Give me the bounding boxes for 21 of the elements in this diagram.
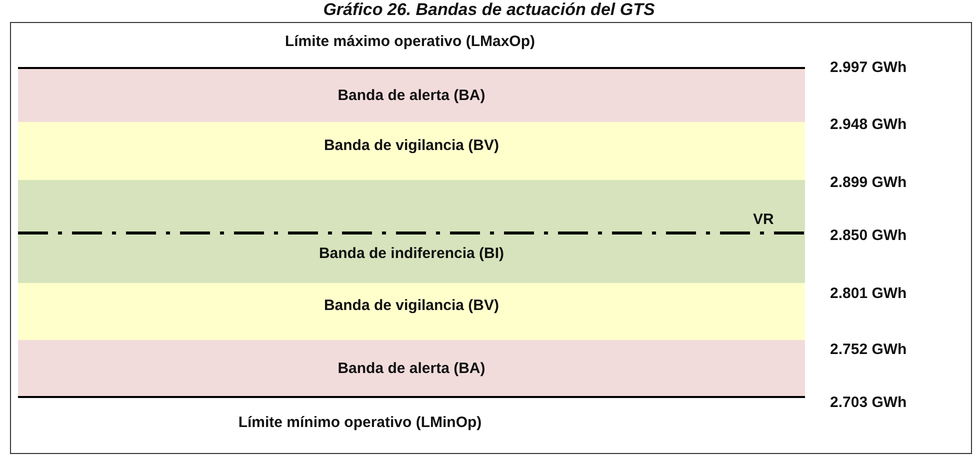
band-area bbox=[18, 340, 805, 397]
line-label: VR bbox=[753, 211, 774, 228]
chart-title: Gráfico 26. Bandas de actuación del GTS bbox=[322, 0, 656, 20]
limit-label: Límite mínimo operativo (LMinOp) bbox=[237, 414, 483, 431]
value-label: 2.850 GWh bbox=[830, 227, 907, 244]
band-area bbox=[18, 122, 805, 180]
band-area bbox=[18, 180, 805, 283]
band-label: Banda de alerta (BA) bbox=[338, 360, 486, 377]
limit-label: Límite máximo operativo (LMaxOp) bbox=[284, 33, 536, 50]
value-label: 2.948 GWh bbox=[830, 116, 907, 133]
band-area bbox=[18, 68, 805, 122]
band-label: Banda de vigilancia (BV) bbox=[324, 136, 500, 154]
band-label: Banda de alerta (BA) bbox=[338, 86, 486, 104]
band-area bbox=[18, 283, 805, 340]
value-label: 2.801 GWh bbox=[830, 285, 907, 302]
value-label: 2.752 GWh bbox=[830, 341, 907, 358]
band-label: Banda de vigilancia (BV) bbox=[324, 297, 500, 314]
value-label: 2.899 GWh bbox=[830, 174, 907, 191]
value-label: 2.703 GWh bbox=[830, 394, 907, 411]
band-label: Banda de indiferencia (BI) bbox=[318, 245, 504, 262]
value-label: 2.997 GWh bbox=[830, 59, 907, 76]
